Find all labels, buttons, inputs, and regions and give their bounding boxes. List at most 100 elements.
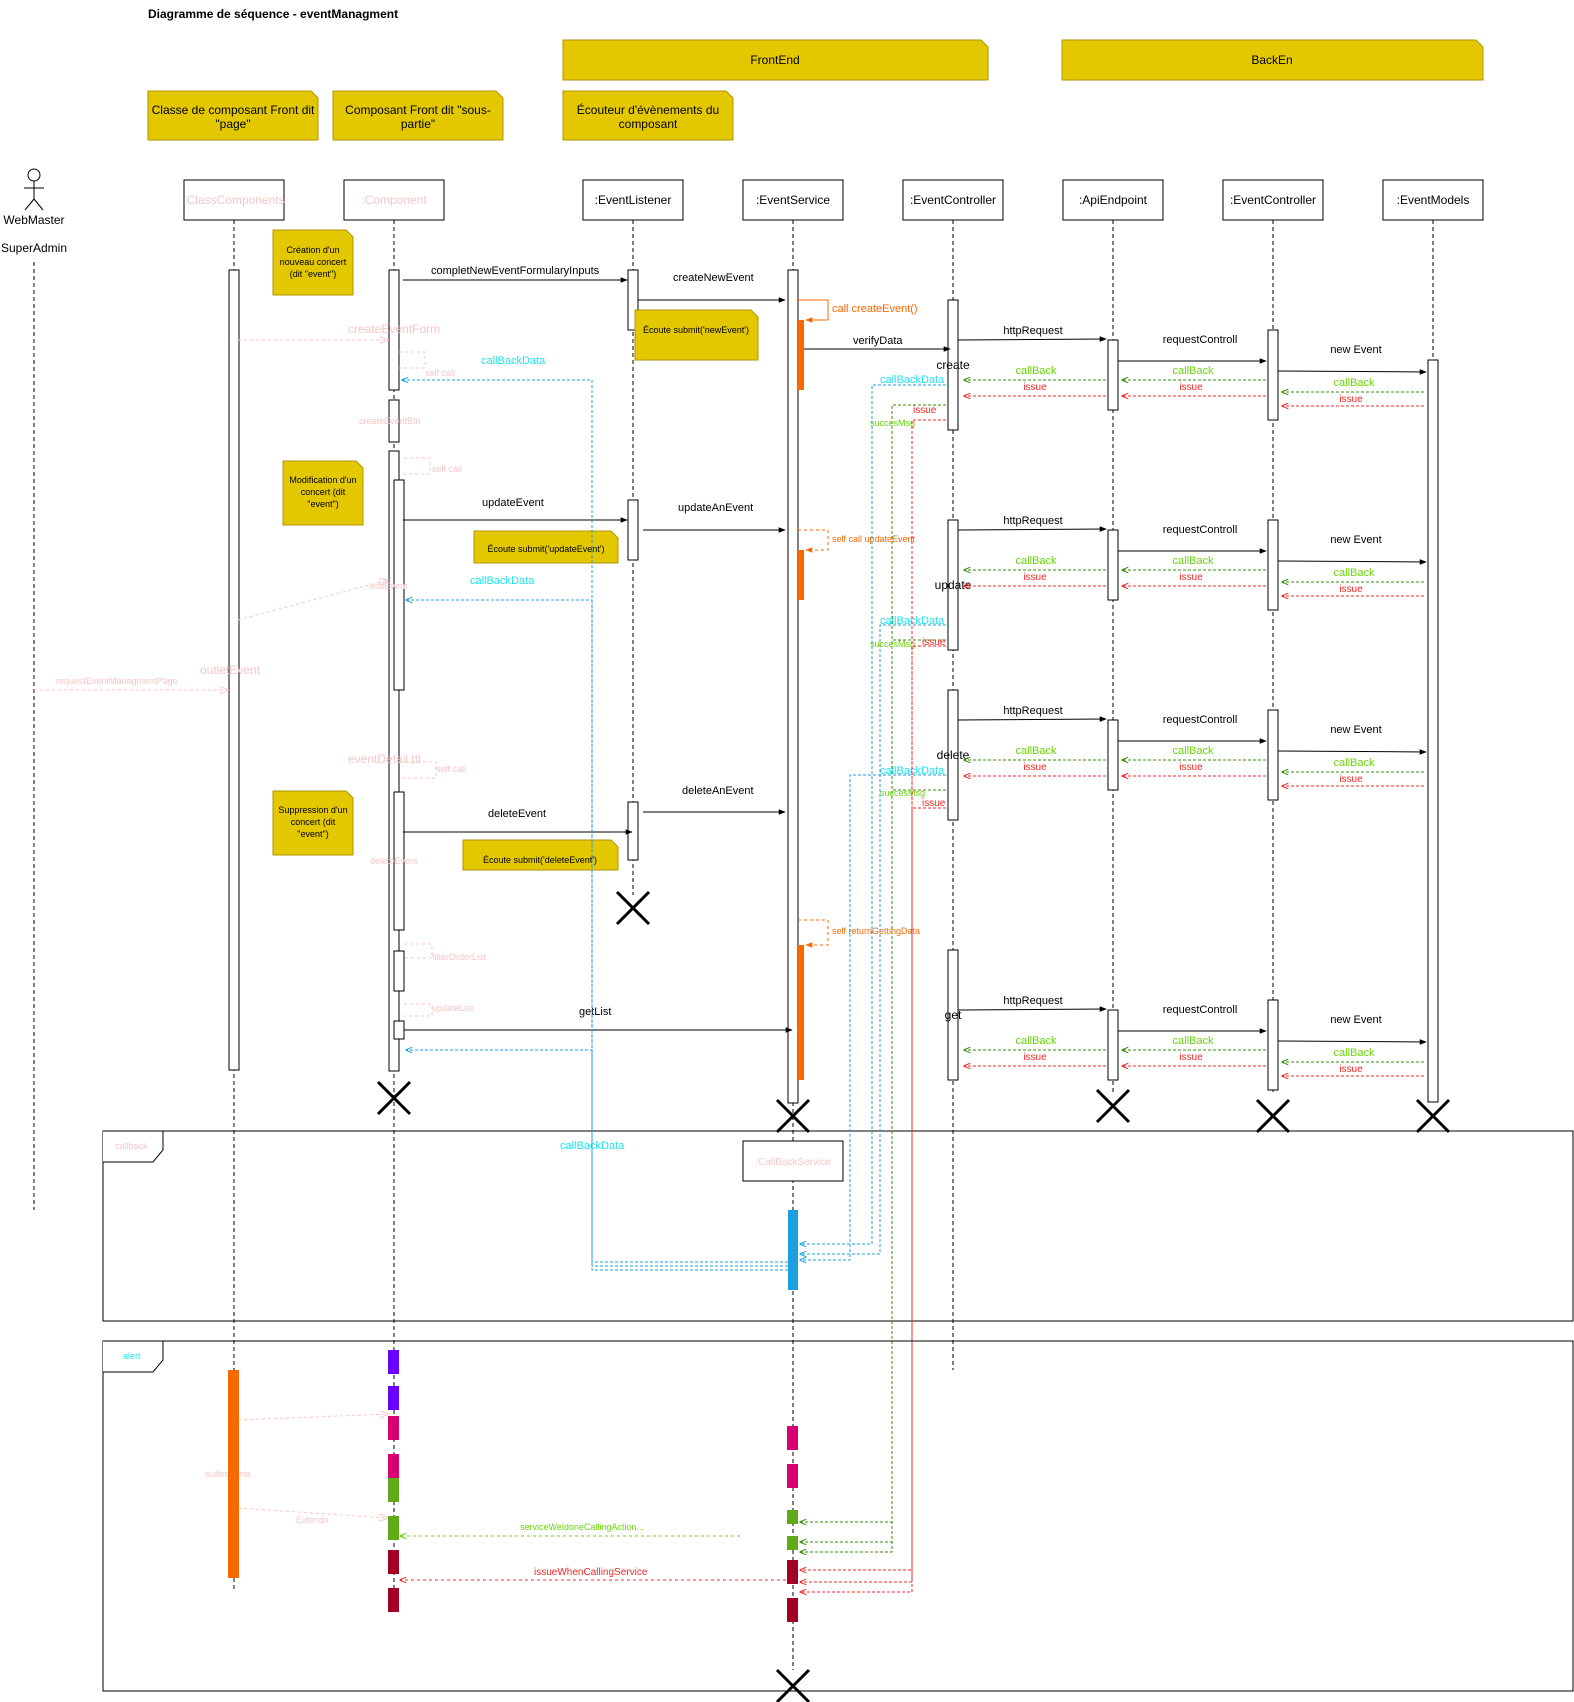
svg-text:issue: issue [922,798,946,809]
svg-text:concert (dit: concert (dit [301,487,346,497]
issue-label: issue [1023,572,1047,583]
svg-text:call createEvent(): call createEvent() [832,303,918,315]
svg-text:createNewEvent: createNewEvent [673,272,754,284]
svg-text:succesMsg: succesMsg [870,418,915,428]
svg-text:issue: issue [922,637,946,648]
issue-label: issue [1179,572,1203,583]
svg-text:getList: getList [579,1006,611,1018]
orange-self-calls [798,299,829,948]
svg-text::EventService: :EventService [756,193,830,207]
svg-text:partie": partie" [401,117,435,131]
httprequest-label: httpRequest [1003,705,1062,717]
delete-note: Suppression d'un concert (dit "event") [272,790,354,856]
svg-text:verifyData: verifyData [853,335,903,347]
issue-label: issue [1179,1052,1203,1063]
actor-name-2: SuperAdmin [1,241,67,255]
backend-message-arrow [1277,559,1427,565]
requestcontroll-label: requestControll [1163,714,1238,726]
svg-text:outletAlerte: outletAlerte [205,1469,251,1479]
lifeline-eventlistener: :EventListener [582,179,684,221]
issue-labels-front: issue issue issue [913,405,946,809]
svg-text:update: update [935,578,972,592]
svg-text:callBackData: callBackData [481,355,546,367]
issue-label: issue [1179,382,1203,393]
newevent-label: new Event [1330,344,1381,356]
backend-message-arrow [1277,1039,1427,1045]
callback-label: callBack [1334,567,1375,579]
front-message-labels: completNewEventFormularyInputs createNew… [431,265,903,1018]
svg-text:eventDetail.ttl: eventDetail.ttl [348,752,421,766]
svg-text:issue: issue [913,405,937,416]
orange-activations [798,320,804,1080]
lifeline-eventcontroller-front: :EventController [902,179,1004,221]
newevent-label: new Event [1330,534,1381,546]
svg-text:deleteEvent: deleteEvent [488,808,546,820]
svg-text:succesMsg: succesMsg [880,788,925,798]
svg-text:Écouteur d'évènements du: Écouteur d'évènements du [577,102,719,117]
svg-text::Component: :Component [361,193,427,207]
issue-label: issue [1339,1064,1363,1075]
svg-text:deleteAnEvent: deleteAnEvent [682,785,754,797]
component-note: Composant Front dit "sous- partie" [332,90,504,141]
httprequest-label: httpRequest [1003,515,1062,527]
create-note: Création d'un nouveau concert (dit "even… [272,229,354,296]
controller-action-labels: create update delete get [935,358,972,1022]
svg-text:Suppression d'un: Suppression d'un [278,805,347,815]
issue-label: issue [1023,1052,1047,1063]
svg-text:filterOrderList: filterOrderList [432,952,487,962]
backend-message-arrow [957,336,1107,342]
issue-label: issue [1023,762,1047,773]
svg-text::ClassComponents: :ClassComponents [183,193,284,207]
svg-text:self call updateEvent: self call updateEvent [832,534,916,544]
callback-label: callBack [1334,1047,1375,1059]
svg-text:self call: self call [425,368,455,378]
svg-text:Création d'un: Création d'un [286,245,339,255]
newevent-label: new Event [1330,1014,1381,1026]
svg-text:concert (dit: concert (dit [291,817,336,827]
svg-text:updateAnEvent: updateAnEvent [678,502,753,514]
listen-update-note: Écoute submit('updateEvent') [473,530,619,564]
svg-text::EventController: :EventController [1230,193,1316,207]
svg-text:alert: alert [123,1351,141,1361]
svg-text:"page": "page" [215,117,250,131]
svg-text:delete: delete [937,748,970,762]
svg-text:create: create [936,358,970,372]
svg-text:get: get [945,1008,962,1022]
callback-label: callBack [1016,555,1057,567]
frontend-note: FrontEnd [562,39,989,81]
issue-label: issue [1339,394,1363,405]
backend-message-arrow [957,526,1107,532]
backend-message-arrow [1277,369,1427,375]
callback-label: callBack [1016,1035,1057,1047]
svg-text:Écoute submit('deleteEvent'): Écoute submit('deleteEvent') [483,855,597,865]
callback-label: callBack [1016,365,1057,377]
lifeline-eventmodels: :EventModels [1382,179,1484,221]
callback-label: callBack [1173,555,1214,567]
callbackservice-box: :CallBackService [742,1140,844,1182]
svg-text:outletEvent: outletEvent [200,663,261,677]
svg-text:Composant Front dit "sous-: Composant Front dit "sous- [345,103,491,117]
svg-text:completNewEventFormularyInputs: completNewEventFormularyInputs [431,265,600,277]
alert-frame: alert [102,1340,1574,1692]
backend-message-arrow [1277,749,1427,755]
svg-text:"event"): "event") [297,829,328,839]
destroy-marks [376,890,1451,1702]
orange-labels: call createEvent() self call updateEvent… [832,303,920,936]
issue-label: issue [1179,762,1203,773]
svg-text:createEventForm: createEventForm [348,322,440,336]
svg-text:editEvent: editEvent [370,581,408,591]
callbackdata-labels: callBackData callBackData callBackData c… [470,355,945,1152]
backend-blocks: httpRequest requestControll new Event callB… [957,325,1427,1076]
svg-text:self call: self call [432,464,462,474]
faint-arrows [34,340,437,1518]
webmaster-actor-icon [24,168,44,211]
svg-text:self returnGettingData: self returnGettingData [832,926,920,936]
svg-text:Écoute submit('updateEvent'): Écoute submit('updateEvent') [488,544,605,554]
listener-note: Écouteur d'évènements du composant [562,90,734,141]
activation-bars [228,269,1439,1104]
modify-note: Modification d'un concert (dit "event") [282,460,364,526]
svg-text:BackEn: BackEn [1251,53,1292,67]
lifeline-classcomponents: :ClassComponents [183,179,285,221]
svg-text::EventController: :EventController [910,193,996,207]
requestcontroll-label: requestControll [1163,524,1238,536]
